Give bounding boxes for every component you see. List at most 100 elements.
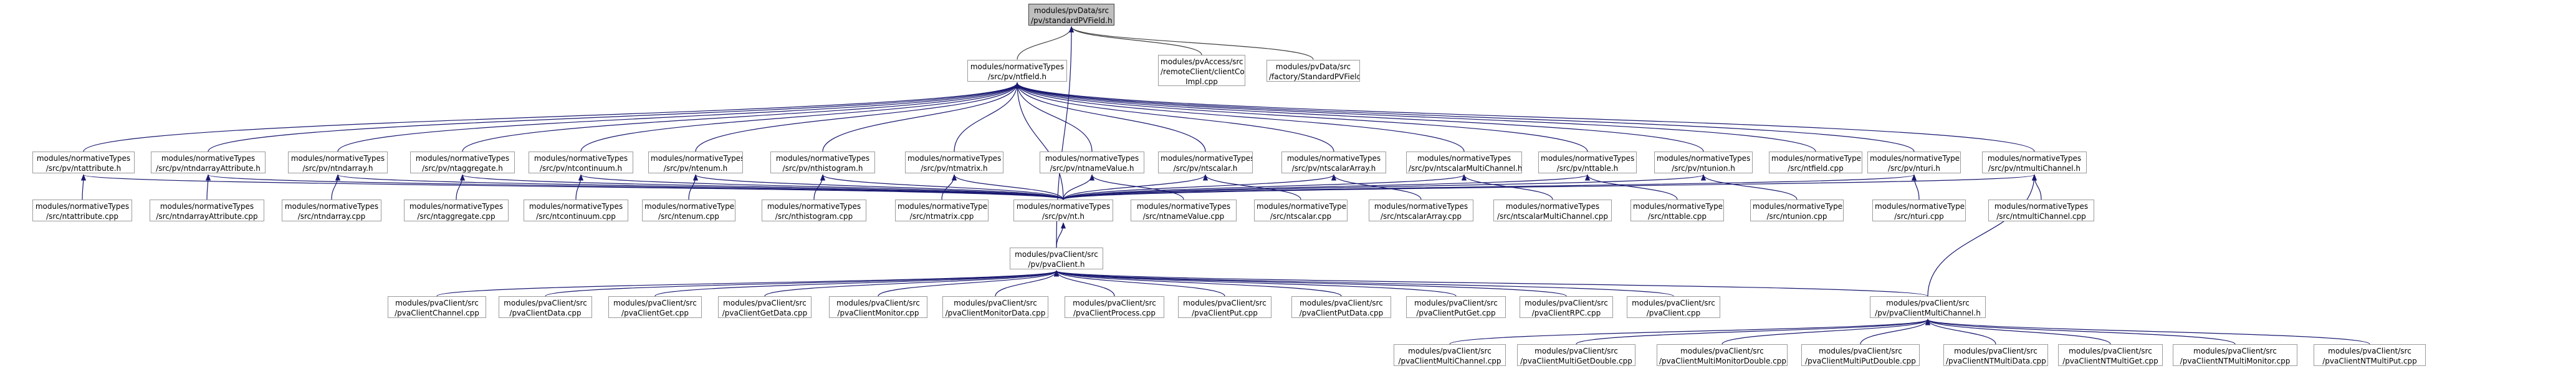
node-pcntmm[interactable]: modules/pvaClient/src/pvaClientNTMultiMo…	[2173, 344, 2297, 367]
node-label-line: /src/ntmultiChannel.cpp	[1996, 212, 2086, 221]
edge-ntndarray_h-to-ntfield_h	[337, 82, 1020, 152]
node-ntenum-h[interactable]: modules/normativeTypes/src/pv/ntenum.h	[648, 152, 743, 174]
node-nt-h[interactable]: modules/normativeTypes/src/pv/nt.h	[1013, 200, 1113, 222]
node-pcmc-cpp[interactable]: modules/pvaClient/src/pvaClientMultiChan…	[1394, 344, 1506, 367]
edge-pcntmm-to-pcmc_h	[1925, 319, 2236, 345]
node-label-line: modules/pvaClient/src	[1408, 346, 1491, 355]
edge-pcmc_h-to-pvaclient_h	[1054, 270, 1928, 297]
edge-nt_h-to-ntmatrix_h	[952, 174, 1064, 200]
node-pcput[interactable]: modules/pvaClient/src/pvaClientPut.cpp	[1178, 296, 1271, 319]
node-label-line: modules/normativeTypes	[1257, 202, 1348, 211]
node-pcntmgd[interactable]: modules/pvaClient/src/pvaClientNTMultiDa…	[1943, 344, 2048, 367]
edge-pcputdata-to-pvaclient_h	[1054, 270, 1342, 297]
node-ntnamevalue-cpp[interactable]: modules/normativeTypes/src/ntnameValue.c…	[1131, 200, 1237, 222]
edge-ntmc_h-to-ntfield_h	[1015, 82, 2035, 152]
node-nthistogram-h[interactable]: modules/normativeTypes/src/pv/nthistogra…	[770, 152, 875, 174]
node-ntndarrayattr-cpp[interactable]: modules/normativeTypes/src/ntndarrayAttr…	[150, 200, 264, 222]
node-ntfield-cpp[interactable]: modules/normativeTypes/src/ntfield.cpp	[1769, 152, 1862, 174]
node-pcntmg[interactable]: modules/pvaClient/src/pvaClientNTMultiGe…	[2058, 344, 2163, 367]
node-pcrpc[interactable]: modules/pvaClient/src/pvaClientRPC.cpp	[1520, 296, 1613, 319]
node-ntscalarmc-h[interactable]: modules/normativeTypes/src/pv/ntscalarMu…	[1406, 152, 1522, 174]
node-pcmpd[interactable]: modules/pvaClient/src/pvaClientMultiPutD…	[1801, 344, 1920, 367]
node-pcntmp[interactable]: modules/pvaClient/src/pvaClientNTMultiPu…	[2314, 344, 2426, 367]
node-ntndarray-h[interactable]: modules/normativeTypes/src/pv/ntndarray.…	[288, 152, 388, 174]
node-pcmc-h[interactable]: modules/pvaClient/src/pv/pvaClientMultiC…	[1870, 296, 1986, 319]
node-label-line: modules/normativeTypes	[1657, 154, 1751, 163]
node-label-line: /src/pv/ntmatrix.h	[921, 164, 988, 173]
edge-pcdata-to-pvaclient_h	[545, 270, 1059, 297]
node-label-line: modules/normativeTypes	[775, 154, 870, 163]
edge-nttable_cpp-to-nttable_h	[1585, 174, 1678, 200]
node-pcgetdata[interactable]: modules/pvaClient/src/pvaClientGetData.c…	[718, 296, 812, 319]
node-nthistogram-cpp[interactable]: modules/normativeTypes/src/nthistogram.c…	[762, 200, 866, 222]
node-ntaggregate-h[interactable]: modules/normativeTypes/src/pv/ntaggregat…	[410, 152, 515, 174]
node-label-line: /pv/pvaClient.h	[1028, 260, 1085, 269]
node-ntunion-cpp[interactable]: modules/normativeTypes/src/ntunion.cpp	[1750, 200, 1844, 222]
node-ntndarray-cpp[interactable]: modules/normativeTypes/src/ntndarray.cpp	[282, 200, 381, 222]
node-label-line: /src/ntscalarArray.cpp	[1381, 212, 1462, 221]
node-root[interactable]: modules/pvData/src/pv/standardPVField.h	[1028, 3, 1114, 26]
node-ntmc-h[interactable]: modules/normativeTypes/src/pv/ntmultiCha…	[1982, 152, 2087, 174]
node-ntndarrayattr-h[interactable]: modules/normativeTypes/src/pv/ntndarrayA…	[151, 152, 266, 174]
edge-ntattribute_cpp-to-ntattribute_h	[80, 174, 86, 200]
node-pcmgd[interactable]: modules/pvaClient/src/pvaClientMultiGetD…	[1517, 344, 1635, 367]
node-ntcontinuum-h[interactable]: modules/normativeTypes/src/pv/ntcontinuu…	[529, 152, 633, 174]
node-nturi-cpp[interactable]: modules/normativeTypes/src/nturi.cpp	[1872, 200, 1966, 222]
edge-pcput-to-pvaclient_h	[1054, 270, 1225, 297]
node-pcdata[interactable]: modules/pvaClient/src/pvaClientData.cpp	[499, 296, 592, 319]
node-ntscalararray-h[interactable]: modules/normativeTypes/src/pv/ntscalarAr…	[1281, 152, 1386, 174]
node-ntscalararray-cpp[interactable]: modules/normativeTypes/src/ntscalarArray…	[1369, 200, 1473, 222]
node-ntfield-h[interactable]: modules/normativeTypes/src/pv/ntfield.h	[967, 59, 1067, 82]
edge-ntnamevalue_cpp-to-ntnamevalue_h	[1089, 174, 1184, 200]
node-pcclient[interactable]: modules/pvaClient/src/pvaClient.cpp	[1627, 296, 1720, 319]
node-ntmatrix-h[interactable]: modules/normativeTypes/src/pv/ntmatrix.h	[905, 152, 1003, 174]
node-label-line: modules/normativeTypes	[1541, 154, 1635, 163]
node-label-line: /src/ntfield.cpp	[1788, 164, 1844, 173]
node-pcget[interactable]: modules/pvaClient/src/pvaClientGet.cpp	[608, 296, 702, 319]
node-ntattribute-cpp[interactable]: modules/normativeTypes/src/ntattribute.c…	[32, 200, 132, 222]
node-pcmmd[interactable]: modules/pvaClient/src/pvaClientMultiMoni…	[1657, 344, 1788, 367]
edge-ntfield_h-to-root	[1017, 26, 1074, 60]
node-label-line: modules/normativeTypes	[1505, 202, 1600, 211]
node-label-line: modules/normativeTypes	[161, 154, 256, 163]
edge-nthistogram_h-to-ntfield_h	[822, 82, 1020, 152]
node-label-line: modules/pvaClient/src	[395, 298, 479, 307]
node-ntscalarmc-cpp[interactable]: modules/normativeTypes/src/ntscalarMulti…	[1493, 200, 1612, 222]
node-spvf[interactable]: modules/pvData/src/factory/StandardPVFie…	[1266, 59, 1360, 82]
node-label-line: /remoteClient/clientContext	[1161, 67, 1245, 77]
node-nturi-h[interactable]: modules/normativeTypes/src/pv/nturi.h	[1867, 152, 1961, 174]
node-ntaggregate-cpp[interactable]: modules/normativeTypes/src/ntaggregate.c…	[404, 200, 509, 222]
node-label-line: /src/pv/ntscalarArray.h	[1291, 164, 1376, 173]
node-ntcontinuum-cpp[interactable]: modules/normativeTypes/src/ntcontinuum.c…	[524, 200, 628, 222]
node-pvaclient-h[interactable]: modules/pvaClient/src/pv/pvaClient.h	[1010, 248, 1103, 270]
node-ntattribute-h[interactable]: modules/normativeTypes/src/pv/ntattribut…	[32, 152, 135, 174]
node-rcc[interactable]: modules/pvAccess/src/remoteClient/client…	[1158, 55, 1245, 87]
node-label-line: modules/normativeTypes	[1374, 202, 1468, 211]
node-label-line: /pvaClientNTMultiPut.cpp	[2322, 356, 2417, 365]
node-ntenum-cpp[interactable]: modules/normativeTypes/src/ntenum.cpp	[642, 200, 735, 222]
node-label-line: /src/ntnameValue.cpp	[1142, 212, 1225, 221]
node-nttable-h[interactable]: modules/normativeTypes/src/pv/nttable.h	[1538, 152, 1637, 174]
node-label-line: /pvaClientPutGet.cpp	[1416, 308, 1496, 317]
node-ntmc-cpp[interactable]: modules/normativeTypes/src/ntmultiChanne…	[1988, 200, 2094, 222]
node-label-line: /src/ntattribute.cpp	[46, 212, 118, 221]
node-pcputdata[interactable]: modules/pvaClient/src/pvaClientPutData.c…	[1291, 296, 1391, 319]
node-label-line: modules/pvaClient/src	[1886, 298, 1970, 307]
node-nttable-cpp[interactable]: modules/normativeTypes/src/nttable.cpp	[1630, 200, 1724, 222]
node-pcmonitor[interactable]: modules/pvaClient/src/pvaClientMonitor.c…	[829, 296, 927, 319]
node-pcchannel[interactable]: modules/pvaClient/src/pvaClientChannel.c…	[388, 296, 486, 319]
node-label-line: modules/normativeTypes	[290, 154, 385, 163]
edge-nthistogram_cpp-to-nthistogram_h	[813, 174, 825, 200]
node-pcmonitordata[interactable]: modules/pvaClient/src/pvaClientMonitorDa…	[942, 296, 1048, 319]
node-ntscalar-h[interactable]: modules/normativeTypes/src/pv/ntscalar.h	[1158, 152, 1253, 174]
node-ntmatrix-cpp[interactable]: modules/normativeTypes/src/ntmatrix.cpp	[895, 200, 989, 222]
node-label-line: modules/pvaClient/src	[954, 298, 1037, 307]
node-ntscalar-cpp[interactable]: modules/normativeTypes/src/ntscalar.cpp	[1254, 200, 1348, 222]
node-pcputget[interactable]: modules/pvaClient/src/pvaClientPutGet.cp…	[1406, 296, 1506, 319]
node-ntnamevalue-h[interactable]: modules/normativeTypes/src/pv/ntnameValu…	[1040, 152, 1144, 174]
node-label-line: modules/normativeTypes	[1633, 202, 1724, 211]
node-label-line: /src/pv/nttable.h	[1556, 164, 1619, 173]
node-label-line: /pvaClient.cpp	[1646, 308, 1701, 317]
node-ntunion-h[interactable]: modules/normativeTypes/src/pv/ntunion.h	[1654, 152, 1753, 174]
node-pcprocess[interactable]: modules/pvaClient/src/pvaClientProcess.c…	[1065, 296, 1164, 319]
